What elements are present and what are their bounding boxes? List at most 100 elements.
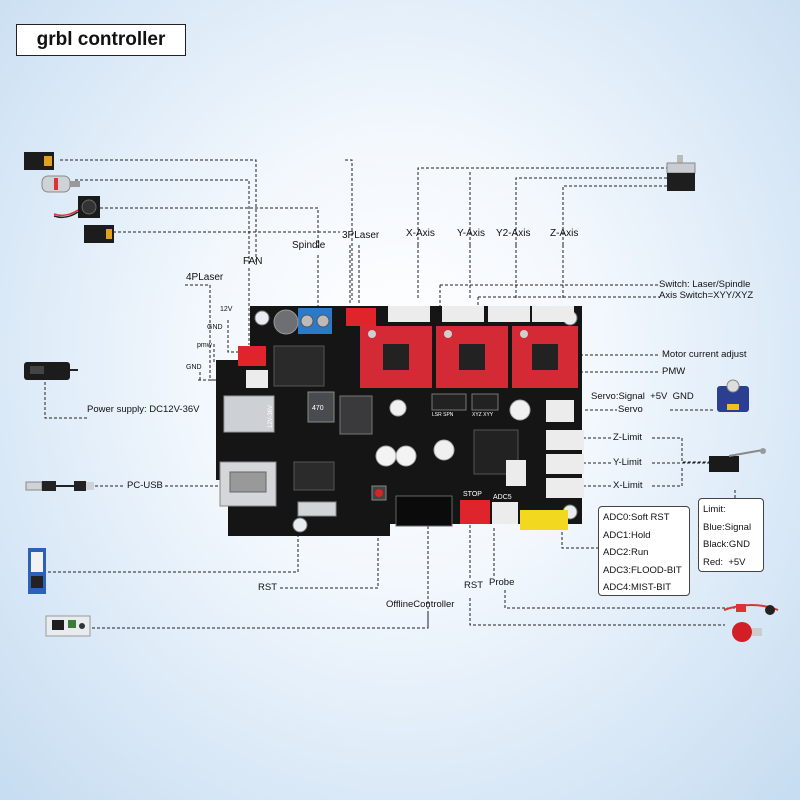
fan-leader-2: [75, 179, 250, 265]
x-axis-leader: [417, 167, 672, 245]
offline-leader-1: [92, 513, 429, 629]
stop-connector: [460, 500, 490, 524]
bluetooth-module-image: [28, 548, 46, 594]
driver-chip: [383, 344, 409, 370]
switch-laser-label: Switch: Laser/Spindle: [659, 279, 751, 290]
laser-module-image: [24, 152, 54, 170]
offline-controller-image: [45, 615, 91, 637]
spindle-motor-image: [41, 175, 80, 193]
mount-hole: [254, 310, 270, 326]
mount-hole: [292, 517, 308, 533]
v12-label: 12V: [220, 306, 233, 313]
probe-and-estop-image: [723, 604, 779, 642]
offline-controller-label: OfflineController: [386, 599, 455, 610]
limit-row: Black:GND: [703, 539, 750, 550]
x-axis-label: X-Axis: [406, 228, 435, 239]
diagram-title: grbl controller: [16, 24, 186, 56]
fan-image: [53, 196, 100, 219]
adc-info-box: ADC0:Soft RST ADC1:Hold ADC2:Run ADC3:FL…: [598, 506, 690, 596]
z-limit-connector: [546, 430, 584, 450]
silk-lsr-spn: LSR SPN: [432, 412, 454, 418]
y2-axis-label: Y2-Axis: [496, 228, 531, 239]
pmw-label: PMW: [662, 366, 686, 377]
y2-axis-leader: [515, 177, 672, 245]
laser3p-leader-2: [345, 159, 353, 300]
grbl-board: STOP ADC5 LSR SPN XYZ XYY 470 12V-36V: [216, 306, 584, 536]
driver-chip: [532, 344, 558, 370]
laser4p-label: 4PLaser: [186, 272, 224, 283]
axis-drop-leaders: [417, 245, 564, 300]
electrolytic-cap: [389, 399, 407, 417]
y2-axis-connector: [488, 306, 530, 322]
mosfet: [273, 345, 325, 387]
rst-bottom-label: RST: [464, 580, 483, 591]
offline-header: [395, 495, 453, 527]
spindle-label: Spindle: [292, 240, 326, 251]
motor-current-label: Motor current adjust: [662, 349, 747, 360]
z-limit-label: Z-Limit: [613, 432, 643, 443]
limit-row: Red: +5V: [703, 556, 746, 568]
z-axis-leader: [562, 185, 672, 245]
electrolytic-cap: [395, 445, 417, 467]
usb-cable-image: [25, 481, 94, 491]
axis-switch-label: Axis Switch=XYY/XYZ: [659, 290, 754, 301]
x-axis-connector: [388, 306, 430, 322]
z-axis-label: Z-Axis: [550, 228, 579, 239]
usb-ic: [293, 461, 335, 491]
adc-row: ADC1:Hold: [603, 529, 651, 541]
dc-jack: [223, 395, 275, 433]
silk-adc5: ADC5: [493, 494, 512, 501]
y-limit-label: Y-Limit: [613, 457, 642, 468]
limit-row: Limit:: [703, 504, 726, 515]
laser4p-leader-5: [213, 344, 245, 363]
silk-xyz-xyy: XYZ XYY: [472, 412, 494, 418]
servo-image: [717, 379, 749, 412]
x-limit-leader-2: [652, 466, 683, 487]
jumper-axis: [471, 393, 499, 411]
silk-vin: 12V-36V: [268, 405, 274, 428]
inductor: [307, 391, 335, 423]
y-limit-connector: [546, 454, 584, 474]
regulator: [339, 395, 373, 435]
gnd-small-label-2: GND: [186, 364, 202, 371]
laser-4p-image: [84, 225, 114, 243]
gnd-small-label: GND: [207, 324, 223, 331]
limit-switch-image: [709, 448, 766, 472]
aux-connector: [506, 460, 526, 486]
x-limit-label: X-Limit: [613, 480, 643, 491]
laser3p-connector: [346, 308, 376, 326]
z-limit-leader-2: [652, 437, 710, 463]
fan-label: FAN: [243, 256, 263, 267]
capacitor: [273, 309, 299, 335]
crystal: [297, 501, 337, 517]
spindle-leader-1: [95, 207, 319, 250]
electrolytic-cap: [375, 445, 397, 467]
servo-label: Servo: [618, 404, 643, 415]
laser4p-leader-4: [227, 320, 245, 353]
silk-cap: 470: [312, 405, 324, 412]
adc-header: [520, 510, 568, 530]
power-adapter-image: [24, 362, 78, 380]
servo-pins-label: Servo:Signal +5V GND: [591, 391, 694, 402]
electrolytic-cap: [433, 439, 455, 461]
rst-left-label: RST: [258, 582, 277, 593]
fan-connector: [246, 370, 268, 388]
adc-leader: [561, 532, 598, 549]
adc-row: ADC2:Run: [603, 547, 649, 558]
laser4p-connector: [238, 346, 266, 366]
pc-usb-label: PC-USB: [127, 480, 163, 491]
pmw-small-label: pmw: [197, 342, 212, 349]
x-limit-connector: [546, 478, 584, 498]
servo-connector: [546, 400, 574, 422]
limit-info-box: Limit: Blue:Signal Black:GND Red: +5V: [698, 498, 764, 572]
driver-chip: [459, 344, 485, 370]
probe-label: Probe: [489, 577, 515, 588]
rst-bottom-leader-2: [469, 598, 725, 626]
adc-row: ADC0:Soft RST: [603, 512, 670, 523]
laser3p-leader-3: [349, 245, 360, 305]
power-supply-label: Power supply: DC12V-36V: [87, 404, 200, 415]
z-axis-connector: [532, 306, 574, 322]
power-leader-1: [44, 382, 87, 419]
bt-leader: [48, 532, 299, 573]
